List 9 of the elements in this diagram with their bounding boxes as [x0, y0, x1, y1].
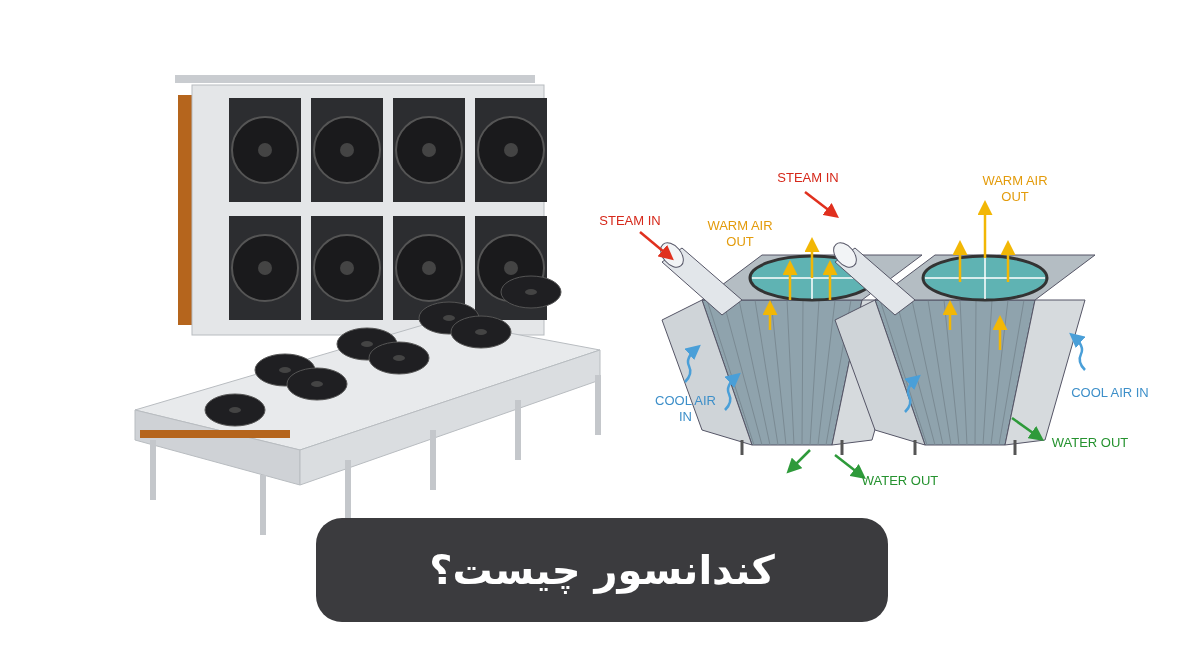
callout-label: WARM AIR OUT	[706, 218, 774, 250]
callout-label: COOL AIR IN	[1070, 385, 1150, 401]
callout-label: WATER OUT	[860, 473, 940, 489]
callout-label: WATER OUT	[1050, 435, 1130, 451]
callout-label: COOL AIR IN	[654, 393, 717, 425]
callout-label: WARM AIR OUT	[981, 173, 1049, 205]
callout-label: STEAM IN	[776, 170, 840, 186]
title-banner: کندانسور چیست؟	[316, 518, 888, 622]
callout-label: STEAM IN	[598, 213, 662, 229]
